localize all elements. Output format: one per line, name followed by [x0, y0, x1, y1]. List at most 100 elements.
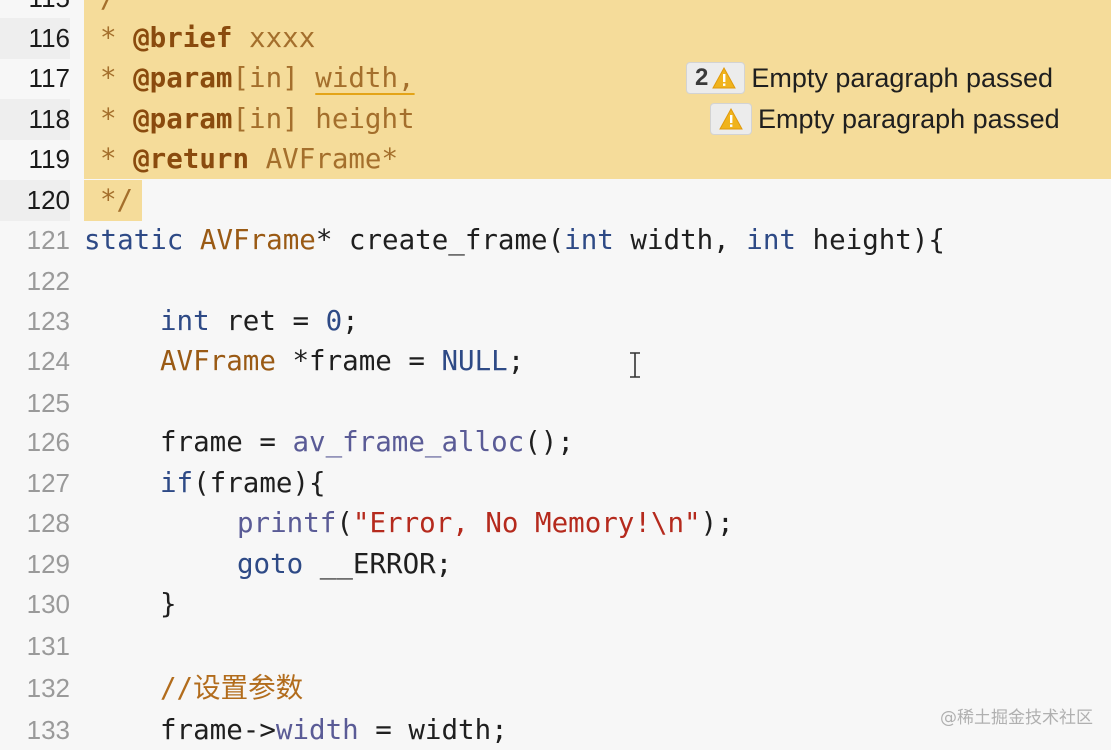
function-name: printf [237, 507, 337, 539]
code-text: /** [100, 0, 150, 19]
code-token: ret = [209, 305, 326, 337]
code-line[interactable]: 124 AVFrame *frame = NULL; [0, 341, 1111, 382]
code-text: */ [100, 184, 134, 216]
doc-comment-highlight [84, 0, 1111, 179]
code-line[interactable]: 133 frame->width = width; [0, 710, 1111, 750]
warning-icon [712, 67, 737, 89]
line-number: 132 [26, 673, 70, 703]
code-line[interactable]: 116 * @brief xxxx [0, 18, 1111, 59]
keyword: goto [237, 548, 304, 580]
line-number: 129 [26, 549, 70, 579]
code-token: *frame = [275, 345, 442, 377]
line-number: 128 [26, 508, 70, 538]
code-line[interactable]: 120 */ [0, 180, 1111, 221]
inline-warning[interactable]: Empty paragraph passed [710, 103, 1060, 135]
doc-text: [in] [232, 62, 316, 94]
doc-comment-highlight-end [84, 180, 142, 221]
code-token: width, [613, 224, 747, 256]
code-line[interactable]: 129 goto __ERROR; [0, 544, 1111, 585]
code-text: AVFrame *frame = NULL; [160, 341, 524, 382]
inline-warning[interactable]: 2 Empty paragraph passed [686, 62, 1053, 94]
code-token: (); [524, 426, 574, 458]
code-token: height){ [795, 224, 945, 256]
code-token: ( [336, 507, 353, 539]
line-number: 117 [28, 63, 70, 93]
warning-count-badge[interactable] [710, 103, 752, 135]
code-text: * @return AVFrame* [100, 139, 398, 180]
code-line[interactable]: 125 [0, 383, 1111, 424]
code-line[interactable]: 121 static AVFrame* create_frame(int wid… [0, 220, 1111, 261]
warning-count: 2 [695, 64, 709, 91]
line-number: 116 [0, 18, 70, 59]
code-text: printf("Error, No Memory!\n"); [237, 503, 734, 544]
line-number: 131 [26, 631, 70, 661]
doc-tag: @param [133, 62, 233, 94]
doc-text: AVFrame* [249, 143, 399, 175]
line-number: 127 [26, 468, 70, 498]
doc-text: [in] [232, 103, 316, 135]
code-text: goto __ERROR; [237, 544, 452, 585]
code-line[interactable]: 126 frame = av_frame_alloc(); [0, 422, 1111, 463]
code-token: frame-> [160, 714, 276, 746]
code-text: int ret = 0; [160, 301, 359, 342]
keyword: int [746, 224, 796, 256]
string-literal: "Error, No Memory!\n" [352, 507, 701, 539]
code-line[interactable]: 115 /** [0, 0, 1111, 19]
line-number: 133 [26, 715, 70, 745]
warning-icon [719, 108, 743, 130]
line-number: 124 [26, 346, 70, 376]
number-literal: 0 [325, 305, 343, 337]
line-number: 115 [0, 0, 70, 19]
code-text: } [160, 588, 177, 620]
line-number: 121 [26, 225, 70, 255]
code-token: ; [342, 305, 359, 337]
code-line[interactable]: 123 int ret = 0; [0, 301, 1111, 342]
member-name: width [275, 714, 359, 746]
type-name: AVFrame [160, 345, 276, 377]
doc-star: * [100, 143, 134, 175]
code-token: ; [507, 345, 525, 377]
doc-star: * [100, 103, 134, 135]
code-token: (frame){ [193, 467, 326, 499]
doc-text: xxxx [232, 22, 316, 54]
line-number: 122 [26, 266, 70, 296]
watermark: @稀土掘金技术社区 [940, 708, 1093, 728]
line-number: 123 [26, 306, 70, 336]
code-line[interactable]: 130 } [0, 584, 1111, 625]
doc-tag: @return [133, 143, 250, 175]
function-name: av_frame_alloc [292, 426, 525, 458]
warning-message: Empty paragraph passed [758, 104, 1060, 134]
code-line[interactable]: 117 * @param[in] width, 2 Empty paragrap… [0, 58, 1111, 99]
code-line[interactable]: 122 [0, 261, 1111, 302]
warning-count-badge[interactable]: 2 [686, 62, 746, 94]
code-text: * @param[in] width, [100, 58, 415, 99]
code-token: * create_frame( [315, 224, 565, 256]
doc-param-warning[interactable]: width, [315, 62, 415, 94]
doc-star: * [100, 22, 134, 54]
keyword: int [564, 224, 614, 256]
line-number: 119 [28, 144, 70, 174]
code-line[interactable]: 119 * @return AVFrame* [0, 139, 1111, 180]
line-number: 130 [26, 589, 70, 619]
code-text: static AVFrame* create_frame(int width, … [84, 220, 945, 261]
code-token: ); [700, 507, 734, 539]
doc-param-warning[interactable]: height [315, 103, 415, 135]
code-line[interactable]: 128 printf("Error, No Memory!\n"); [0, 503, 1111, 544]
text-cursor-icon [630, 352, 640, 378]
code-token: = width; [358, 714, 508, 746]
type-name: AVFrame [199, 224, 316, 256]
code-line[interactable]: 132 //设置参数 [0, 668, 1111, 709]
null-literal: NULL [441, 345, 508, 377]
code-line[interactable]: 118 * @param[in] height Empty paragraph … [0, 99, 1111, 140]
comment-text: //设置参数 [160, 672, 304, 704]
doc-tag: @brief [133, 22, 233, 54]
warning-message: Empty paragraph passed [751, 63, 1054, 93]
code-line[interactable]: 131 [0, 626, 1111, 667]
code-token: frame = [160, 426, 293, 458]
doc-tag: @param [133, 103, 233, 135]
code-line[interactable]: 127 if(frame){ [0, 463, 1111, 504]
code-text: frame = av_frame_alloc(); [160, 422, 574, 463]
keyword: if [160, 467, 194, 499]
line-number: 125 [26, 388, 70, 418]
